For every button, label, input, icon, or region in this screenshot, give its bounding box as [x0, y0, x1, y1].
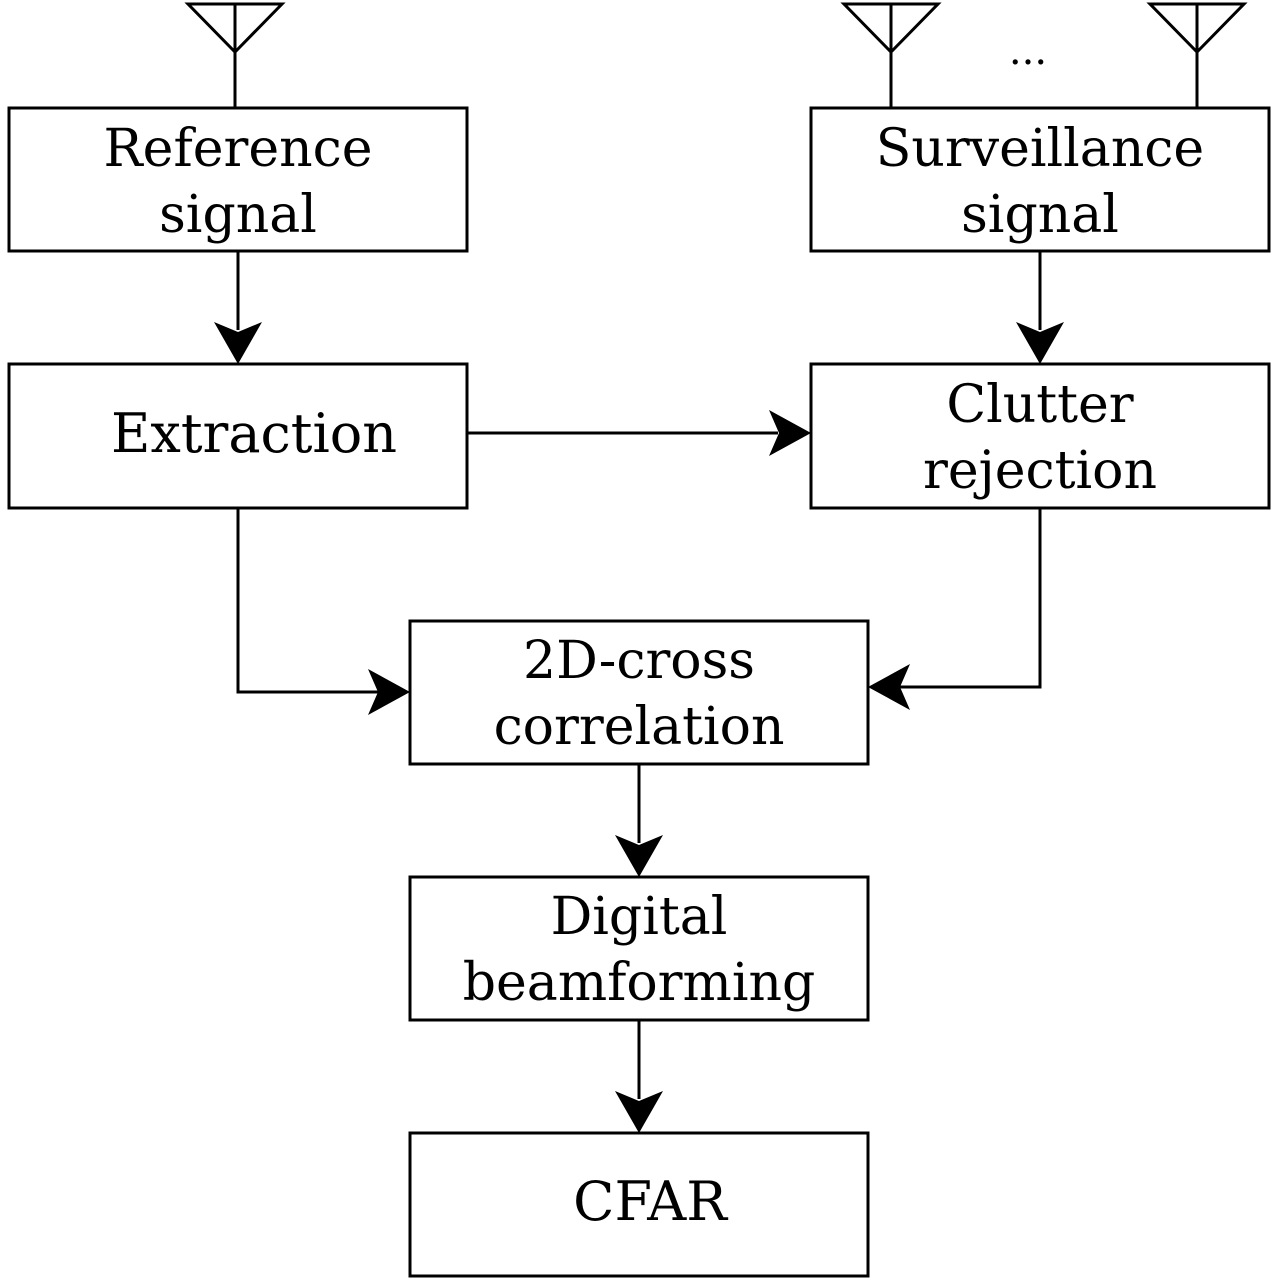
cross-correlation-block: 2D-cross correlation	[408, 619, 870, 766]
surveillance-antenna-n-icon	[1146, 2, 1248, 108]
arrow-extraction-to-clutter-rejection	[467, 410, 811, 456]
arrow-surveillance-to-clutter-rejection	[1016, 251, 1064, 364]
clutter-rejection-block: Clutter rejection	[809, 362, 1271, 510]
surveillance-signal-line2: signal	[961, 185, 1119, 245]
digital-beamforming-block: Digital beamforming	[408, 875, 870, 1022]
clutter-rejection-line2: rejection	[923, 441, 1157, 501]
cfar-label: CFAR	[573, 1170, 728, 1233]
arrow-cross-correlation-to-beamforming	[615, 764, 663, 877]
reference-antenna-icon	[184, 2, 286, 108]
arrow-extraction-to-cross-correlation	[236, 508, 410, 715]
surveillance-signal-block: Surveillance signal	[809, 106, 1271, 253]
arrow-clutter-rejection-to-cross-correlation	[868, 508, 1042, 710]
digital-beamforming-line1: Digital	[551, 887, 728, 947]
surveillance-antenna-1-icon	[840, 2, 942, 108]
reference-signal-line1: Reference	[104, 119, 373, 179]
cross-correlation-line2: correlation	[494, 697, 785, 757]
clutter-rejection-line1: Clutter	[946, 375, 1133, 435]
cross-correlation-line1: 2D-cross	[523, 631, 755, 691]
arrow-beamforming-to-cfar	[615, 1020, 663, 1133]
extraction-block: Extraction	[7, 362, 469, 510]
extraction-label: Extraction	[111, 402, 397, 465]
arrow-reference-to-extraction	[214, 251, 262, 364]
reference-signal-block: Reference signal	[7, 106, 469, 253]
surveillance-signal-line1: Surveillance	[876, 119, 1204, 179]
antenna-array-ellipsis: ...	[1009, 28, 1047, 74]
cfar-block: CFAR	[408, 1131, 870, 1278]
reference-signal-line2: signal	[159, 185, 317, 245]
digital-beamforming-line2: beamforming	[463, 953, 816, 1013]
